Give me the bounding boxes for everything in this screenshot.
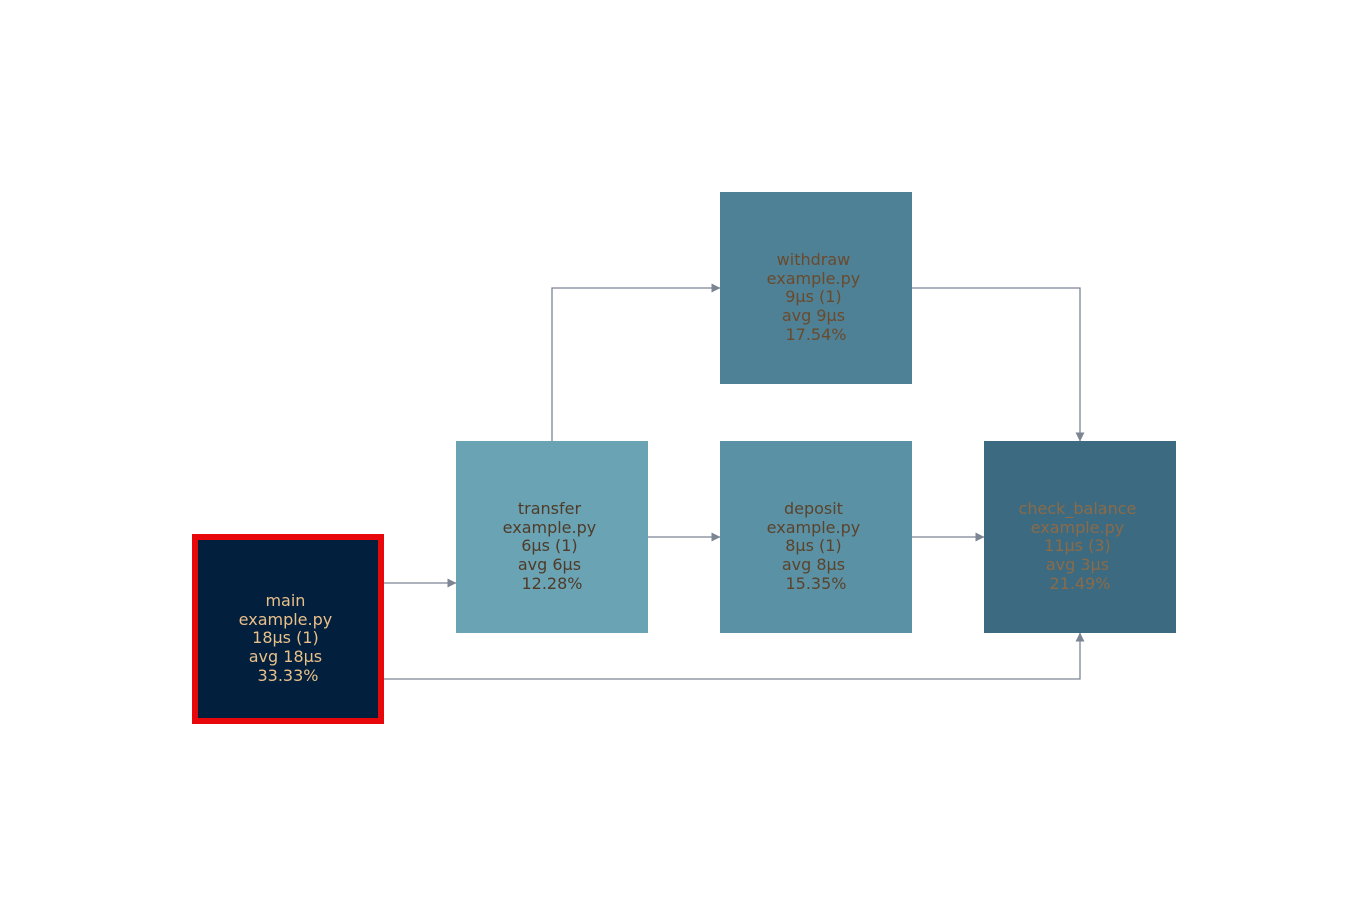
node-main[interactable]: main example.py 18µs (1) avg 18µs 33.33% [192,534,384,724]
node-total-time: 11µs (3) [1044,536,1111,555]
node-percent: 21.49% [1049,574,1110,593]
node-label: deposit example.py 8µs (1) avg 8µs 15.35… [767,499,866,593]
node-box[interactable] [720,441,912,633]
node-label: main example.py 18µs (1) avg 18µs 33.33% [239,591,338,685]
node-file-name: example.py [1031,518,1125,537]
node-withdraw[interactable]: withdraw example.py 9µs (1) avg 9µs 17.5… [720,192,912,384]
edge-main-to-check-balance [383,632,1085,680]
node-function-name: check_balance [1019,499,1137,519]
node-total-time: 9µs (1) [785,287,841,306]
edge-withdraw-to-check-balance [912,287,1085,442]
node-file-name: example.py [239,610,333,629]
node-label: transfer example.py 6µs (1) avg 6µs 12.2… [503,499,602,593]
node-box[interactable] [984,441,1176,633]
node-file-name: example.py [767,518,861,537]
nodes: main example.py 18µs (1) avg 18µs 33.33%… [192,192,1176,724]
node-avg-time: avg 6µs [518,555,581,574]
node-total-time: 8µs (1) [785,536,841,555]
edge-transfer-to-withdraw [551,283,721,441]
node-function-name: withdraw [777,250,851,269]
node-total-time: 6µs (1) [521,536,577,555]
node-file-name: example.py [767,269,861,288]
node-percent: 33.33% [257,666,318,685]
node-file-name: example.py [503,518,597,537]
node-percent: 12.28% [521,574,582,593]
node-box[interactable] [720,192,912,384]
node-percent: 15.35% [785,574,846,593]
node-deposit[interactable]: deposit example.py 8µs (1) avg 8µs 15.35… [720,441,912,633]
node-box[interactable] [192,534,384,724]
node-transfer[interactable]: transfer example.py 6µs (1) avg 6µs 12.2… [456,441,648,633]
node-function-name: deposit [784,499,843,518]
node-avg-time: avg 18µs [249,647,322,666]
node-label: check_balance example.py 11µs (3) avg 3µ… [1019,499,1142,593]
node-percent: 17.54% [785,325,846,344]
node-avg-time: avg 8µs [782,555,845,574]
edges [383,283,1085,680]
node-avg-time: avg 3µs [1046,555,1109,574]
node-box[interactable] [456,441,648,633]
node-avg-time: avg 9µs [782,306,845,325]
node-total-time: 18µs (1) [252,628,319,647]
node-function-name: main [265,591,305,610]
node-label: withdraw example.py 9µs (1) avg 9µs 17.5… [767,250,866,344]
node-function-name: transfer [518,499,582,518]
node-check-balance[interactable]: check_balance example.py 11µs (3) avg 3µ… [984,441,1176,633]
